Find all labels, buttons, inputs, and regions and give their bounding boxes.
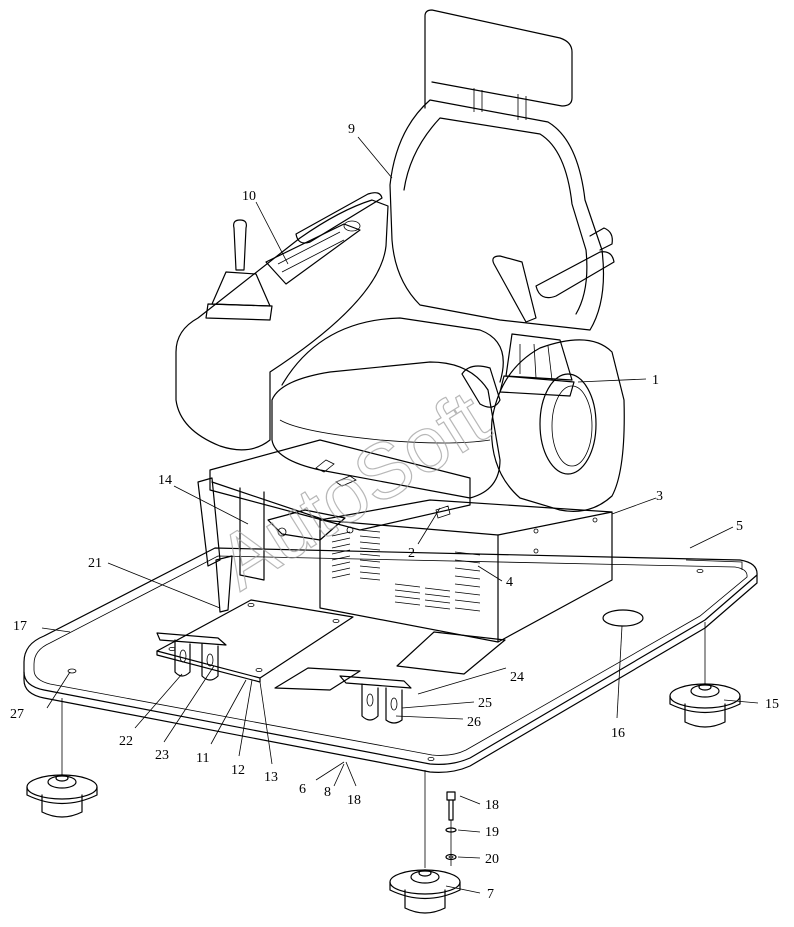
seat-slide-frame xyxy=(197,439,471,613)
right-console xyxy=(490,227,625,512)
callout-label: 21 xyxy=(88,556,102,571)
callout-label: 4 xyxy=(506,575,513,590)
callout-label: 6 xyxy=(299,782,306,797)
callout-label: 9 xyxy=(348,122,355,137)
callout-label: 15 xyxy=(765,697,779,712)
mount-front-right xyxy=(389,770,461,914)
seat-cushion xyxy=(271,317,504,499)
callout-label: 16 xyxy=(611,726,625,741)
bolt-washer-stack xyxy=(445,791,457,866)
callout-label: 24 xyxy=(510,670,524,685)
callout-label: 18 xyxy=(347,793,361,808)
callout-label: 12 xyxy=(231,763,245,778)
left-joystick xyxy=(205,219,273,321)
floor-plate xyxy=(23,547,758,773)
callout-label: 20 xyxy=(485,852,499,867)
callout-label: 13 xyxy=(264,770,278,785)
callout-label: 22 xyxy=(119,734,133,749)
callout-label: 1 xyxy=(652,373,659,388)
callout-label: 23 xyxy=(155,748,169,763)
callout-label: 8 xyxy=(324,785,331,800)
callout-label: 11 xyxy=(196,751,209,766)
left-console xyxy=(175,192,389,451)
callout-label: 26 xyxy=(467,715,481,730)
right-joystick xyxy=(461,255,575,408)
vent-slots-left xyxy=(331,529,481,612)
callout-label: 5 xyxy=(736,519,743,534)
lever-bracket-right xyxy=(339,675,412,724)
callout-label: 10 xyxy=(242,189,256,204)
callout-label: 18 xyxy=(485,798,499,813)
mount-rear-right xyxy=(669,622,741,728)
callout-label: 27 xyxy=(10,707,24,722)
floor-cutout-panel xyxy=(274,631,506,691)
callout-labels: 1 2 3 4 5 6 7 8 9 10 11 12 13 14 15 16 1… xyxy=(10,122,779,902)
leader-lines xyxy=(41,136,759,894)
callout-label: 19 xyxy=(485,825,499,840)
callout-label: 2 xyxy=(408,546,415,561)
callout-label: 17 xyxy=(13,619,27,634)
mounting-plate xyxy=(156,599,354,683)
callout-label: 7 xyxy=(487,887,494,902)
callout-label: 25 xyxy=(478,696,492,711)
watermark-text: AutoSoft xyxy=(202,373,503,606)
mount-front-left xyxy=(26,698,98,818)
callout-label: 3 xyxy=(656,489,663,504)
lever-bracket-left xyxy=(156,632,227,681)
seat-backrest xyxy=(389,9,605,331)
callout-label: 14 xyxy=(158,473,172,488)
